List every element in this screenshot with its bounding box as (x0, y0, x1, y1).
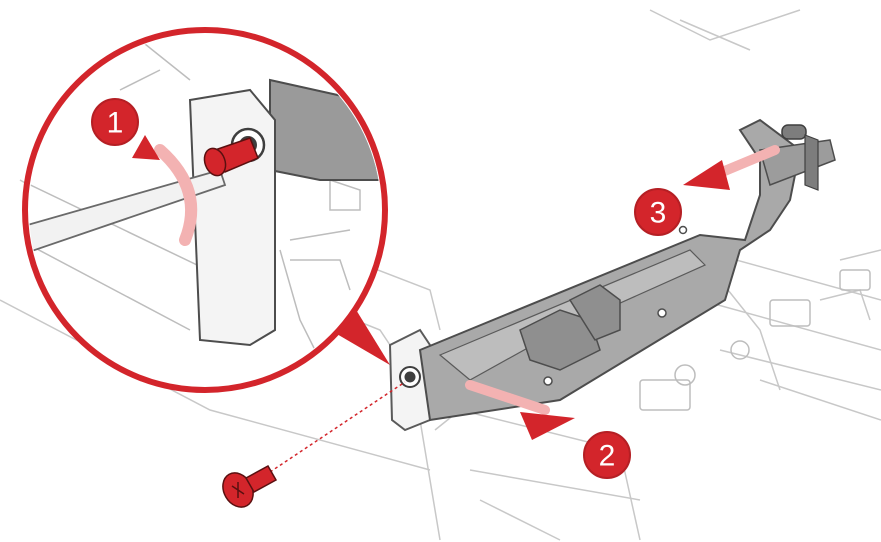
arrow-step-2 (465, 380, 575, 440)
step-label-1: 1 (107, 107, 124, 140)
step-label-2: 2 (599, 440, 616, 473)
board-connectors (639, 269, 871, 411)
step-badge-1: 1 (91, 98, 139, 146)
step-badge-3: 3 (634, 188, 682, 236)
step-label-3: 3 (650, 197, 667, 230)
thumbscrew (781, 124, 807, 140)
arrow-step-3 (683, 145, 780, 190)
loose-screw (222, 381, 406, 508)
metal-bracket (388, 118, 836, 432)
zoom-callout (22, 27, 390, 393)
step-badge-2: 2 (583, 431, 631, 479)
